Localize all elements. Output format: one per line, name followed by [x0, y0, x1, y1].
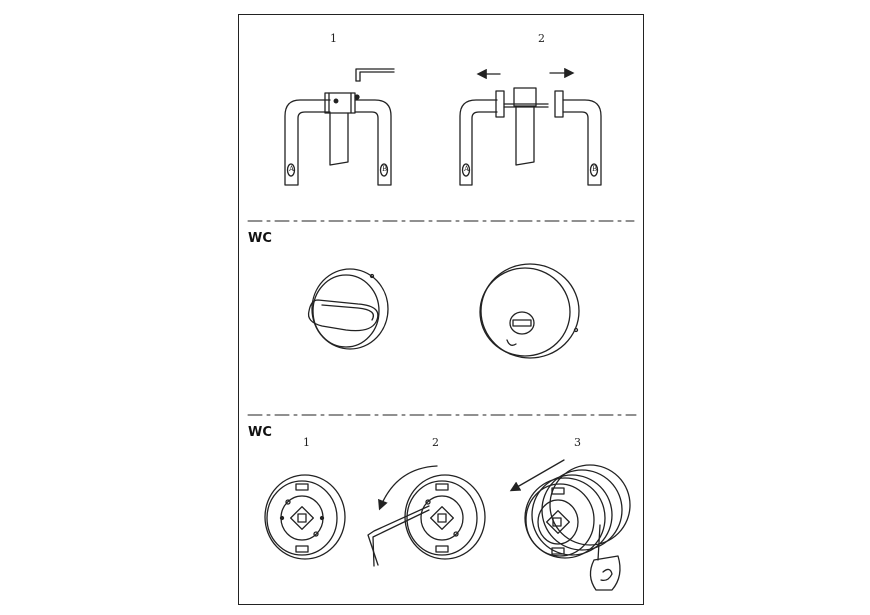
hex-key-icon	[355, 68, 395, 82]
wc-step-label-3: 3	[574, 436, 581, 449]
wc-thumbturn-rosette	[307, 268, 389, 350]
wc-back-plate-2	[404, 474, 486, 560]
section-title-wc-2: WC	[248, 425, 272, 440]
marker-b	[379, 163, 389, 177]
wc-assembly-3	[524, 464, 631, 561]
wc-back-plate-1	[264, 474, 346, 560]
lever-handle-assembled	[284, 92, 392, 186]
wc-step-label-1: 1	[303, 436, 310, 449]
marker-b-2	[589, 163, 599, 177]
handle-marker-a: A	[289, 165, 295, 173]
hex-key-tool-icon	[367, 505, 430, 567]
handle-marker-b-2: B	[592, 165, 598, 173]
lever-handle-separated	[459, 87, 602, 186]
wc-indicator-rosette	[479, 263, 580, 359]
tool-cartridge-icon	[589, 555, 621, 591]
handle-marker-a-2: A	[464, 165, 470, 173]
handle-marker-b: B	[382, 165, 388, 173]
step-label-1: 1	[330, 32, 337, 45]
marker-a-2	[461, 163, 471, 177]
section-title-wc-1: WC	[248, 231, 272, 246]
wc-step-label-2: 2	[432, 436, 439, 449]
insert-arrow-icon	[509, 459, 565, 492]
step-label-2: 2	[538, 32, 545, 45]
rotate-arrow-icon	[378, 465, 438, 511]
marker-a	[286, 163, 296, 177]
